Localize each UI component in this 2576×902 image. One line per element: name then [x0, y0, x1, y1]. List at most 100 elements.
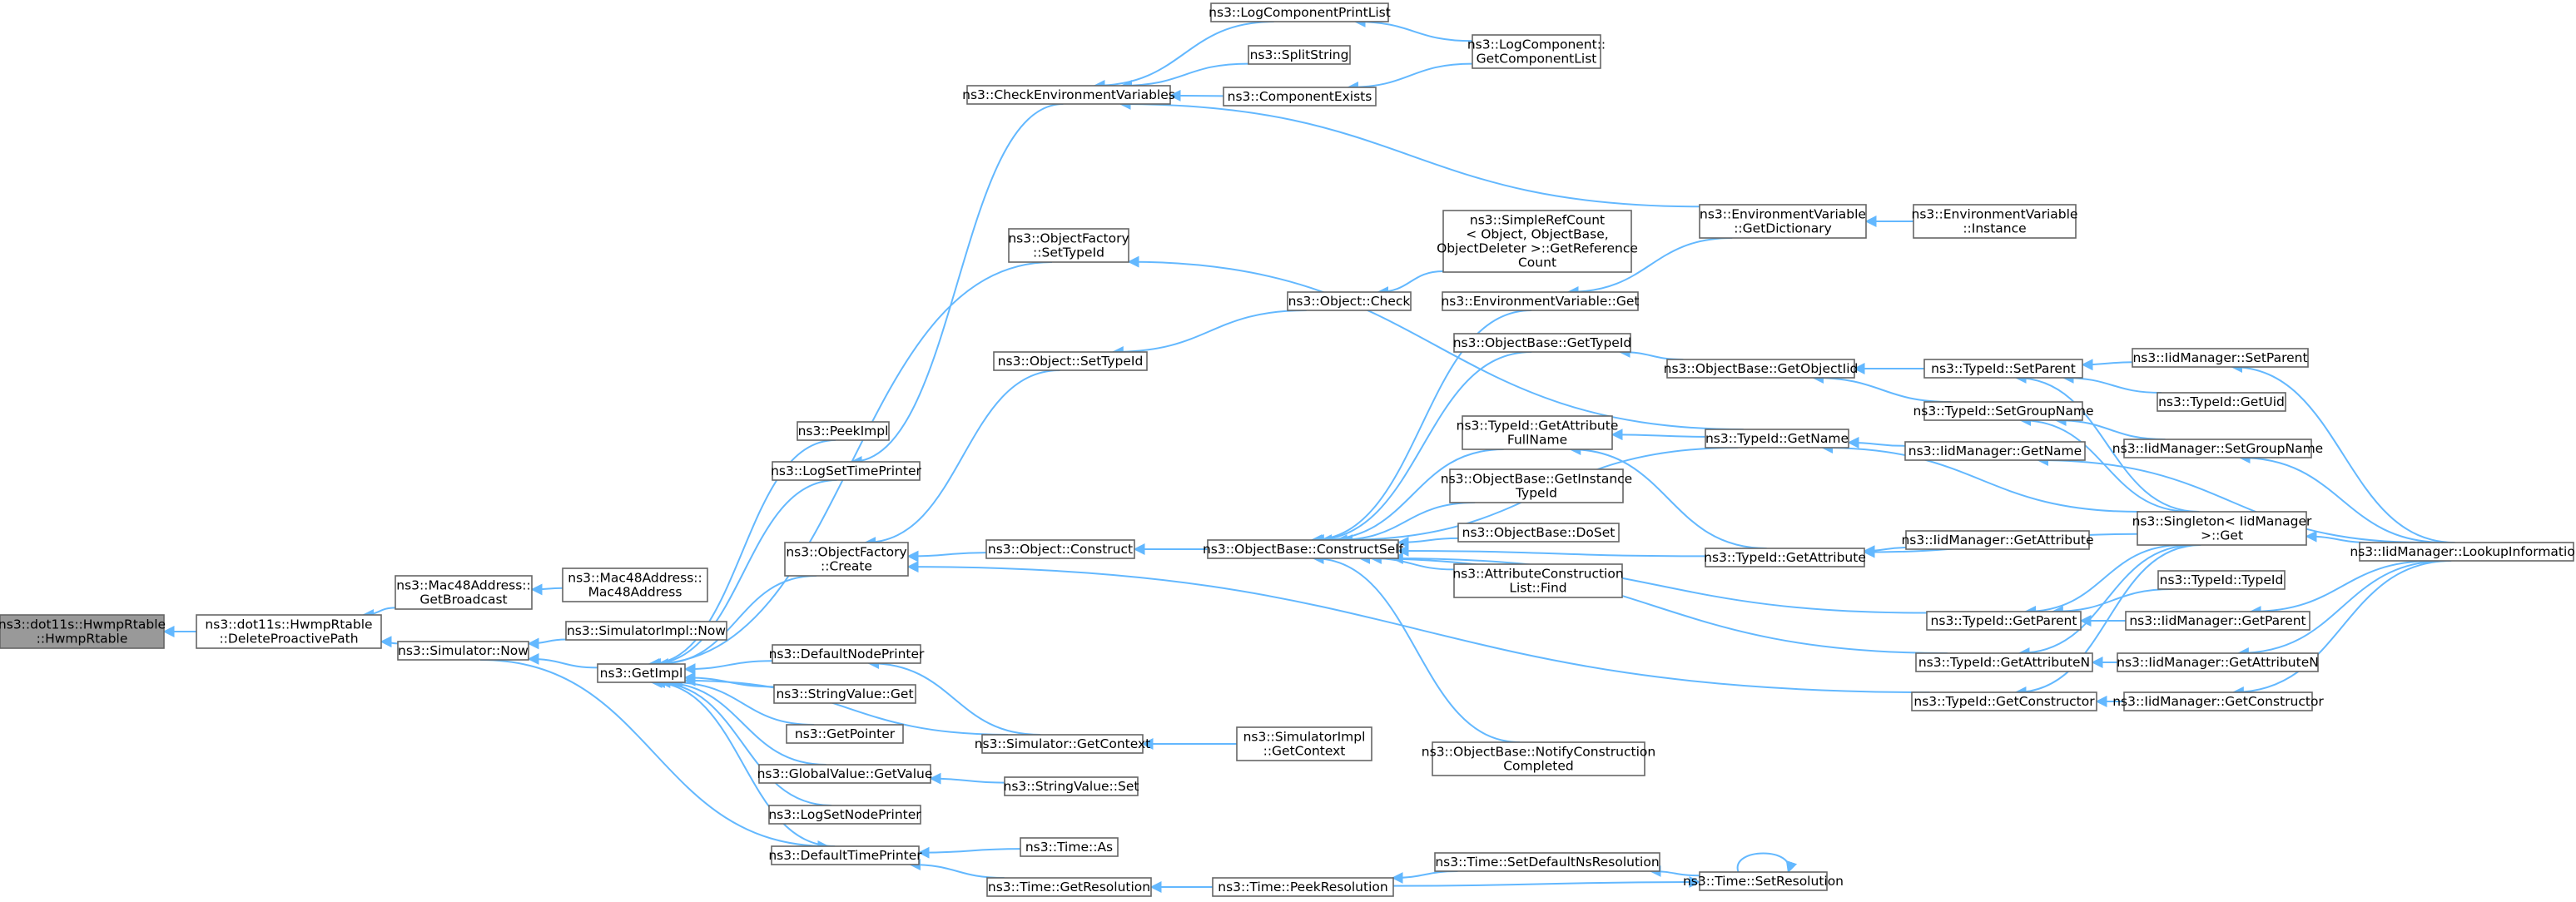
node-lookupinfo[interactable]: ns3::IidManager::LookupInformation — [2350, 542, 2576, 562]
edge-logcpl-to-checkenv — [1093, 21, 1274, 92]
node-timegetres[interactable]: ns3::Time::GetResolution — [986, 877, 1152, 897]
node-timeas[interactable]: ns3::Time::As — [1020, 837, 1119, 857]
edge-tidtid-to-tidgetparent — [2051, 588, 2173, 617]
node-iidgetattrn[interactable]: ns3::IidManager::GetAttributeN — [2117, 652, 2319, 672]
edge-lcgcl-to-logcpl — [1353, 16, 1473, 42]
node-iidsetparent[interactable]: ns3::IidManager::SetParent — [2132, 348, 2309, 368]
node-macgb[interactable]: ns3::Mac48Address::GetBroadcast — [395, 575, 533, 610]
node-box — [797, 421, 890, 441]
node-timesetdefns[interactable]: ns3::Time::SetDefaultNsResolution — [1434, 852, 1660, 872]
node-label: ns3::SimpleRefCount — [1470, 213, 1605, 228]
node-tidsetparent[interactable]: ns3::TypeId::SetParent — [1923, 359, 2083, 379]
node-label: ns3::Simulator::GetContext — [975, 736, 1151, 751]
node-box — [2137, 511, 2307, 546]
node-peekimpl[interactable]: ns3::PeekImpl — [797, 421, 890, 441]
node-label: ns3::ObjectBase::ConstructSelf — [1203, 542, 1404, 557]
node-compexists[interactable]: ns3::ComponentExists — [1223, 87, 1377, 107]
node-defnodeprinter[interactable]: ns3::DefaultNodePrinter — [769, 644, 925, 664]
node-iidgetattr[interactable]: ns3::IidManager::GetAttribute — [1901, 530, 2094, 550]
node-label: ObjectDeleter >::GetReference — [1437, 241, 1638, 256]
node-box — [1705, 429, 1849, 449]
node-splitstr[interactable]: ns3::SplitString — [1248, 45, 1351, 65]
node-ofsettid[interactable]: ns3::ObjectFactory::SetTypeId — [1008, 228, 1129, 263]
node-evget[interactable]: ns3::EnvironmentVariable::Get — [1441, 291, 1640, 311]
node-checkenv[interactable]: ns3::CheckEnvironmentVariables — [962, 85, 1175, 105]
node-stringvalueset[interactable]: ns3::StringValue::Set — [1004, 776, 1139, 796]
edge-timesetdefns-to-timepeekres — [1391, 870, 1458, 884]
node-simgetctx[interactable]: ns3::Simulator::GetContext — [975, 734, 1151, 754]
node-tidgetname[interactable]: ns3::TypeId::GetName — [1705, 429, 1849, 449]
node-obgetoiid[interactable]: ns3::ObjectBase::GetObjectIid — [1664, 359, 1859, 379]
node-box — [196, 614, 382, 649]
node-evinstance[interactable]: ns3::EnvironmentVariable::Instance — [1912, 204, 2078, 239]
node-stringvalueget[interactable]: ns3::StringValue::Get — [773, 684, 916, 704]
node-box — [597, 663, 686, 683]
node-singletonget[interactable]: ns3::Singleton< IidManager >::Get — [2132, 511, 2312, 546]
node-objsettid[interactable]: ns3::Object::SetTypeId — [993, 351, 1148, 371]
node-box — [1223, 87, 1377, 107]
node-box — [397, 641, 529, 661]
node-gvgetvalue[interactable]: ns3::GlobalValue::GetValue — [757, 764, 933, 784]
node-obnotify[interactable]: ns3::ObjectBase::NotifyConstructionCompl… — [1422, 741, 1655, 776]
node-tidgetattr[interactable]: ns3::TypeId::GetAttribute — [1704, 548, 1866, 567]
node-simimplnow[interactable]: ns3::SimulatorImpl::Now — [565, 621, 727, 641]
node-box — [562, 567, 708, 602]
node-iidgetname[interactable]: ns3::IidManager::GetName — [1904, 441, 2086, 461]
node-logcpl[interactable]: ns3::LogComponentPrintList — [1209, 2, 1391, 22]
node-box — [1904, 441, 2086, 461]
node-label: < Object, ObjectBase, — [1466, 227, 1608, 242]
node-iidgetparent[interactable]: ns3::IidManager::GetParent — [2125, 611, 2310, 631]
node-timepeekres[interactable]: ns3::Time::PeekResolution — [1212, 877, 1394, 897]
node-logsetnp[interactable]: ns3::LogSetNodePrinter — [768, 805, 921, 825]
node-iidgetctor[interactable]: ns3::IidManager::GetConstructor — [2112, 691, 2324, 711]
node-tidgetctor[interactable]: ns3::TypeId::GetConstructor — [1911, 691, 2097, 711]
node-evgetdict[interactable]: ns3::EnvironmentVariable::GetDictionary — [1699, 204, 1867, 239]
node-tidgetattrn[interactable]: ns3::TypeId::GetAttributeN — [1915, 652, 2093, 672]
node-box — [786, 724, 904, 744]
node-dpp[interactable]: ns3::dot11s::HwmpRtable::DeleteProactive… — [196, 614, 382, 649]
node-obgettid[interactable]: ns3::ObjectBase::GetTypeId — [1453, 333, 1632, 353]
node-box — [2359, 542, 2574, 562]
node-box — [993, 351, 1148, 371]
node-label: ns3::LogComponentPrintList — [1209, 5, 1391, 20]
node-tidsetgn[interactable]: ns3::TypeId::SetGroupName — [1913, 401, 2094, 421]
node-label: ns3::LogComponent:: — [1467, 37, 1606, 52]
node-getpointer[interactable]: ns3::GetPointer — [786, 724, 904, 744]
node-label: ns3::ObjectFactory — [786, 545, 906, 560]
node-label: ns3::IidManager::GetAttribute — [1901, 533, 2093, 548]
node-simimplgetctx[interactable]: ns3::SimulatorImpl::GetContext — [1236, 726, 1372, 761]
node-box — [986, 877, 1152, 897]
node-tidtid[interactable]: ns3::TypeId::TypeId — [2157, 570, 2286, 590]
node-tidgetuid[interactable]: ns3::TypeId::GetUid — [2157, 392, 2286, 412]
node-obdoset[interactable]: ns3::ObjectBase::DoSet — [1457, 523, 1620, 543]
node-label: ns3::Time::GetResolution — [988, 880, 1150, 895]
edge-iidgetattr-to-tidgetattr — [1863, 545, 1907, 558]
node-simnow[interactable]: ns3::Simulator::Now — [397, 641, 529, 661]
node-deftimeprinter[interactable]: ns3::DefaultTimePrinter — [768, 845, 922, 865]
node-lcgcl[interactable]: ns3::LogComponent::GetComponentList — [1467, 34, 1606, 69]
node-label: ns3::EnvironmentVariable — [1700, 207, 1866, 222]
edge-singletonget-to-tidgetname — [1821, 442, 2140, 513]
node-objcheck[interactable]: ns3::Object::Check — [1287, 291, 1412, 311]
node-label: List::Find — [1509, 581, 1566, 596]
node-label: ns3::EnvironmentVariable::Get — [1441, 294, 1639, 309]
node-timesetres[interactable]: ns3::Time::SetResolution — [1683, 871, 1844, 891]
node-box — [1287, 291, 1412, 311]
node-label: ns3::StringValue::Set — [1004, 779, 1139, 794]
node-macctor[interactable]: ns3::Mac48Address::Mac48Address — [562, 567, 708, 602]
node-logsettp[interactable]: ns3::LogSetTimePrinter — [771, 461, 922, 481]
node-getimpl[interactable]: ns3::GetImpl — [597, 663, 686, 683]
node-box — [784, 542, 909, 577]
edge-obnotify-to-obconstructself — [1312, 553, 1521, 743]
node-objconstruct[interactable]: ns3::Object::Construct — [985, 539, 1135, 559]
node-srcgrc[interactable]: ns3::SimpleRefCount< Object, ObjectBase,… — [1437, 210, 1638, 273]
node-obconstructself[interactable]: ns3::ObjectBase::ConstructSelf — [1203, 539, 1404, 559]
node-label: ns3::TypeId::GetAttribute — [1704, 550, 1866, 565]
node-label: ns3::IidManager::GetAttributeN — [2117, 655, 2319, 670]
node-iidsetgn[interactable]: ns3::IidManager::SetGroupName — [2112, 439, 2323, 458]
node-tidgetparent[interactable]: ns3::TypeId::GetParent — [1926, 611, 2082, 631]
node-ofcreate[interactable]: ns3::ObjectFactory::Create — [784, 542, 909, 577]
